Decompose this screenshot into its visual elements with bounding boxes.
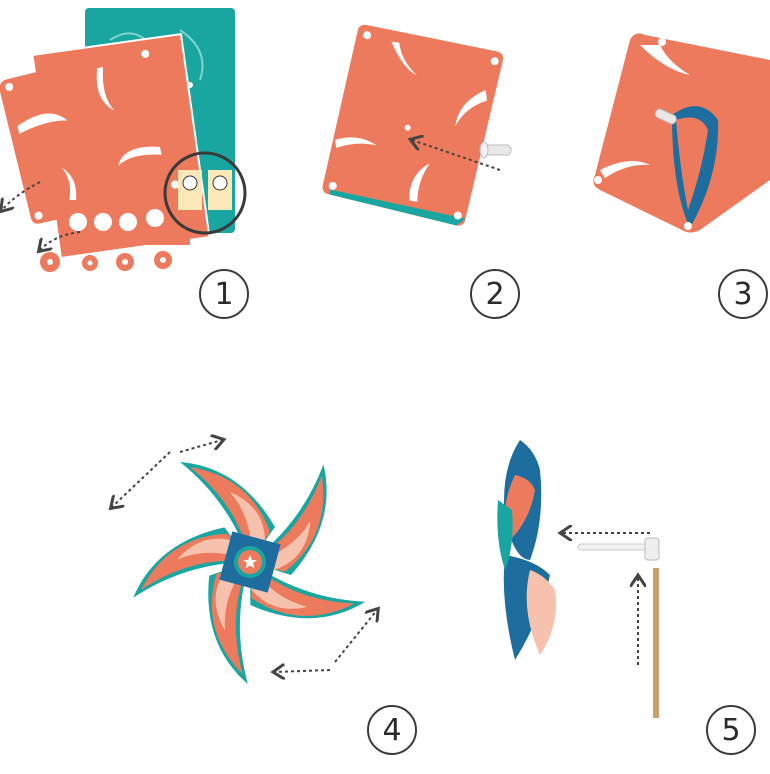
step-number-2: 2	[470, 269, 520, 319]
pinwheel-side-view	[497, 440, 556, 660]
arrow	[334, 610, 377, 663]
arrow	[2, 181, 41, 210]
coral-square-front	[0, 45, 184, 224]
step-3-illustration	[593, 33, 770, 233]
coral-square	[322, 24, 504, 226]
step-4-illustration	[112, 440, 377, 685]
pin	[654, 108, 677, 125]
pin	[577, 537, 660, 561]
pin	[479, 141, 512, 159]
arrow	[112, 451, 171, 507]
step-number-1: 1	[199, 269, 249, 319]
arrow	[275, 670, 331, 672]
step-number-5: 5	[706, 705, 756, 755]
arrow	[179, 440, 222, 453]
step-number-4: 4	[367, 705, 417, 755]
flower-piece	[116, 253, 134, 271]
step-1-illustration	[0, 8, 247, 272]
pinwheel	[133, 462, 366, 685]
step-5-illustration	[497, 440, 660, 718]
step-2-illustration	[322, 24, 512, 226]
star-icon	[243, 555, 257, 569]
wooden-stick	[653, 568, 659, 718]
highlight-circle	[163, 151, 247, 235]
step-number-3: 3	[718, 269, 768, 319]
